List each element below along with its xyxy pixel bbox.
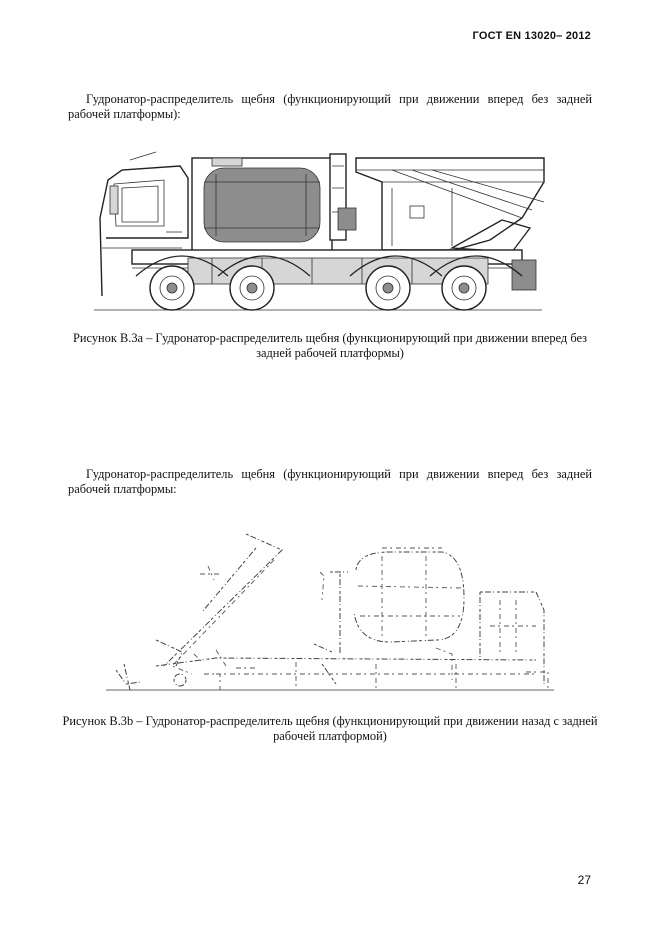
document-standard-code: ГОСТ EN 13020– 2012 — [472, 30, 591, 42]
paragraph-figure-a: Гудронатор-распределитель щебня (функцио… — [68, 92, 592, 121]
caption-figure-a: Рисунок В.3а – Гудронатор-распределитель… — [72, 331, 588, 360]
caption-figure-b: Рисунок В.3b – Гудронатор-распределитель… — [62, 714, 598, 743]
paragraph-figure-b: Гудронатор-распределитель щебня (функцио… — [68, 467, 592, 496]
page-number: 27 — [577, 873, 591, 887]
figure-a-truck-drawing — [94, 151, 545, 311]
figure-b-truck-drawing — [106, 533, 554, 691]
